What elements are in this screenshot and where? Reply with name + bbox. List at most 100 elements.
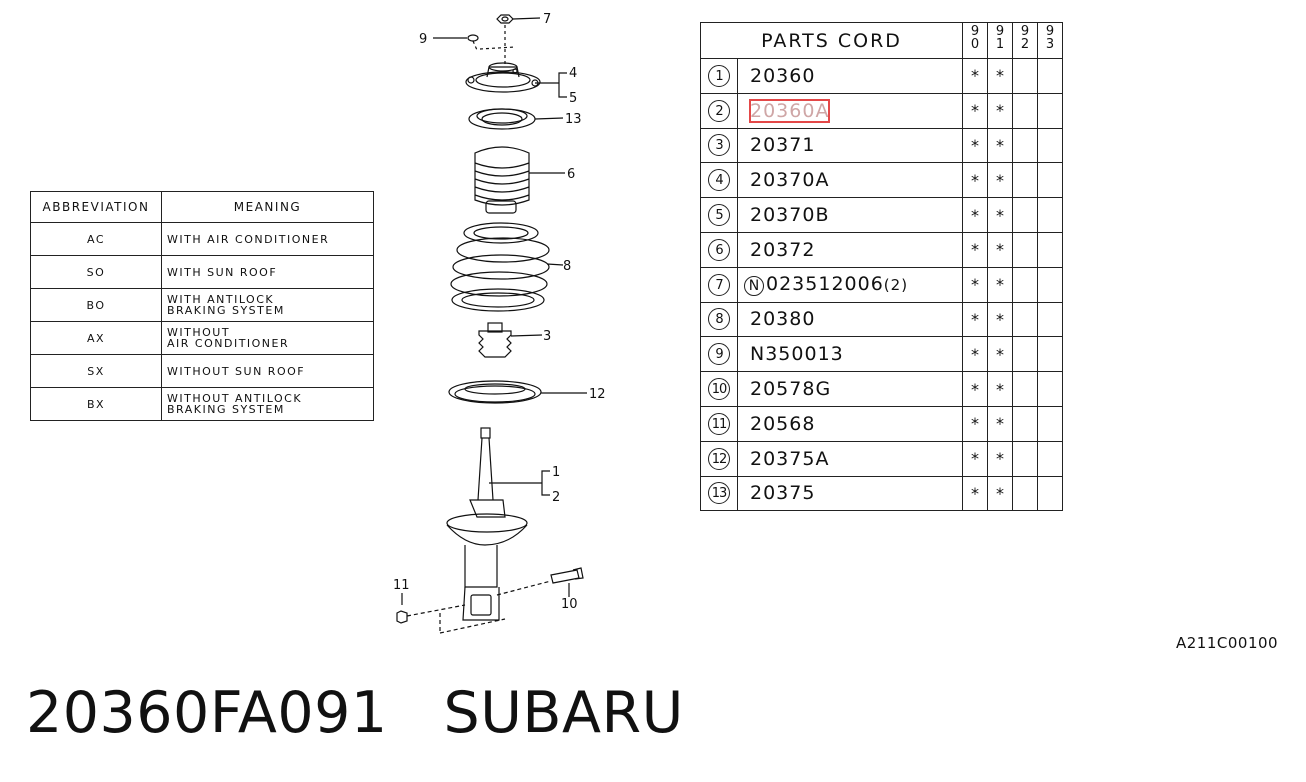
ref-number-circle: 1 <box>708 64 730 87</box>
abbreviation-meaning: WITH ANTILOCK BRAKING SYSTEM <box>161 288 374 322</box>
part-code[interactable]: 20370A <box>750 169 830 192</box>
abbreviation-code: AC <box>30 222 162 256</box>
part-code[interactable]: 023512006 <box>766 273 884 296</box>
ref-number-circle: 4 <box>708 169 730 192</box>
year-applicability-cell: * <box>987 266 1013 303</box>
year-applicability-cell <box>1012 405 1038 442</box>
part-6-dust-boot[interactable] <box>474 146 565 214</box>
part-code[interactable]: 20372 <box>750 238 816 261</box>
part-code[interactable]: 20360A <box>748 98 831 123</box>
abbreviation-meaning: WITHOUT ANTILOCK BRAKING SYSTEM <box>161 387 374 421</box>
ref-number-cell: 3 <box>700 127 738 164</box>
year-applicability-cell: * <box>962 440 988 477</box>
footer-title: 20360FA091 SUBARU <box>26 680 684 746</box>
ref-number-circle: 5 <box>708 204 730 227</box>
abbreviation-code: BO <box>30 288 162 322</box>
year-applicability-cell: * <box>962 336 988 373</box>
part-code[interactable]: 20360 <box>750 64 816 87</box>
part-code-cell[interactable]: 20370A <box>737 162 963 199</box>
abbreviation-meaning: WITH SUN ROOF <box>161 255 374 289</box>
part-3-bump-stop[interactable] <box>478 322 543 358</box>
part-12-spring-seat[interactable] <box>448 380 587 404</box>
callout-4: 4 <box>569 66 577 81</box>
year-applicability-cell <box>1037 127 1063 164</box>
part-code-cell[interactable]: 20360 <box>737 58 963 94</box>
part-code-cell[interactable]: 20372 <box>737 231 963 268</box>
part-code-cell[interactable]: N350013 <box>737 336 963 373</box>
part-code-cell[interactable]: 20370B <box>737 197 963 233</box>
part-code-cell[interactable]: 20568 <box>737 405 963 442</box>
year-applicability-cell: * <box>962 197 988 233</box>
part-code-cell[interactable]: 20375 <box>737 475 963 512</box>
part-13-bearing[interactable] <box>468 108 564 130</box>
meaning-header: MEANING <box>161 191 374 223</box>
abbreviation-meaning: WITHOUT SUN ROOF <box>161 354 374 388</box>
part-8-coil-spring[interactable] <box>450 222 564 312</box>
ref-number-circle: 6 <box>708 238 730 261</box>
ref-number-cell: 8 <box>700 301 738 338</box>
abbreviation-meaning: WITHOUT AIR CONDITIONER <box>161 321 374 355</box>
part-code[interactable]: 20375 <box>750 482 816 505</box>
year-applicability-cell <box>1012 371 1038 407</box>
ref-number-cell: 13 <box>700 475 738 512</box>
part-code[interactable]: N350013 <box>750 343 844 366</box>
part-10-bolt[interactable] <box>550 567 584 597</box>
ref-number-cell: 10 <box>700 371 738 407</box>
diagram-code: A211C00100 <box>1176 634 1279 652</box>
callout-12: 12 <box>589 387 606 402</box>
ref-number-circle: 12 <box>708 447 730 470</box>
part-code-cell[interactable]: 20578G <box>737 371 963 407</box>
callout-13: 13 <box>565 112 582 127</box>
part-code[interactable]: 20380 <box>750 308 816 331</box>
part-9-washer[interactable] <box>433 34 479 51</box>
callout-7: 7 <box>543 12 551 27</box>
part-code[interactable]: 20371 <box>750 134 816 157</box>
strut-assembly-diagram: 7 9 4 5 13 6 8 3 12 1 2 11 10 <box>393 12 606 634</box>
year-applicability-cell: * <box>987 371 1013 407</box>
callout-9: 9 <box>419 32 427 47</box>
part-code-cell[interactable]: 20380 <box>737 301 963 338</box>
year-applicability-cell: * <box>987 162 1013 199</box>
abbreviation-code: SX <box>30 354 162 388</box>
brand-name: SUBARU <box>443 680 684 746</box>
callout-6: 6 <box>567 167 575 182</box>
year-applicability-cell <box>1012 475 1038 512</box>
part-7-nut[interactable] <box>496 14 541 24</box>
year-applicability-cell <box>1037 58 1063 94</box>
abbreviation-header-row: ABBREVIATION MEANING <box>30 191 374 223</box>
part-4-5-strut-mount[interactable] <box>465 62 567 98</box>
part-code-cell[interactable]: 20371 <box>737 127 963 164</box>
part-code-cell[interactable]: 20375A <box>737 440 963 477</box>
ref-number-circle: 9 <box>708 343 730 366</box>
part-code-cell[interactable]: 20360A <box>737 92 963 129</box>
part-code[interactable]: 20375A <box>750 447 830 470</box>
ref-number-circle: 11 <box>708 412 730 435</box>
part-1-2-strut-body[interactable] <box>446 427 550 621</box>
year-applicability-cell: * <box>987 231 1013 268</box>
part-code[interactable]: 20578G <box>750 378 832 401</box>
part-code[interactable]: 20370B <box>750 204 830 227</box>
n-badge: N <box>744 276 764 297</box>
ref-number-circle: 8 <box>708 308 730 331</box>
part-code[interactable]: 20568 <box>750 412 816 435</box>
part-11-nut[interactable] <box>396 593 408 624</box>
ref-number-cell: 9 <box>700 336 738 373</box>
